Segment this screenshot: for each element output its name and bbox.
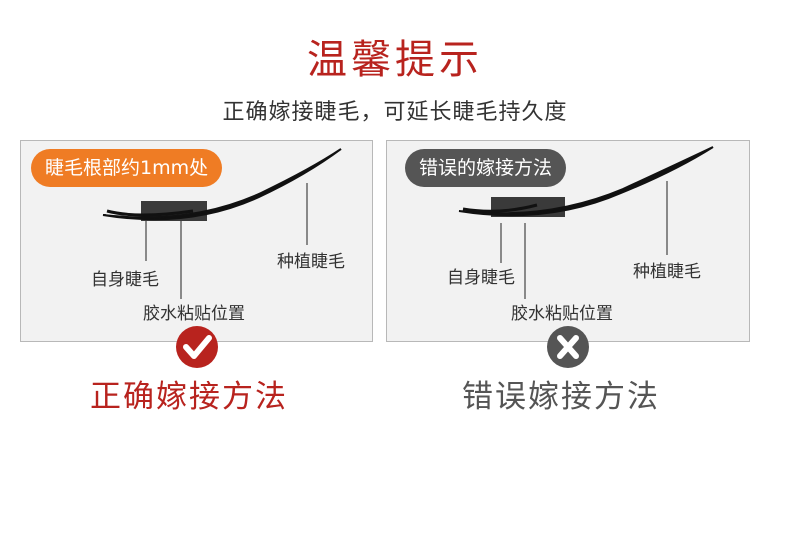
natural-lash	[106, 209, 194, 217]
glue-position-label: 胶水粘贴位置	[511, 304, 613, 324]
root-distance-badge: 睫毛根部约1mm处	[31, 149, 223, 187]
wrong-lash-illustration	[458, 146, 714, 299]
check-circle-icon	[176, 326, 218, 368]
correct-method-panel: 睫毛根部约1mm处 自身睫毛 胶水粘贴位置 种植睫毛	[20, 140, 373, 342]
natural-lash-label: 自身睫毛	[447, 268, 515, 288]
correct-lash-illustration	[102, 148, 342, 299]
page-title: 温馨提示	[307, 37, 483, 83]
natural-lash	[462, 203, 538, 213]
wrong-method-panel: 错误的嫁接方法 自身睫毛 胶水粘贴位置 种植睫毛	[386, 140, 750, 342]
natural-lash-label: 自身睫毛	[91, 270, 159, 290]
extension-lash-label: 种植睫毛	[633, 262, 701, 282]
correct-method-caption: 正确嫁接方法	[90, 379, 288, 415]
wrong-method-badge: 错误的嫁接方法	[405, 149, 567, 187]
x-circle-icon	[547, 326, 589, 368]
extension-lash	[102, 148, 342, 221]
page-subtitle: 正确嫁接睫毛，可延长睫毛持久度	[222, 100, 568, 125]
extension-lash-label: 种植睫毛	[277, 252, 345, 272]
glue-position-label: 胶水粘贴位置	[143, 304, 245, 324]
extension-lash	[458, 146, 714, 217]
wrong-method-caption: 错误嫁接方法	[462, 379, 660, 415]
